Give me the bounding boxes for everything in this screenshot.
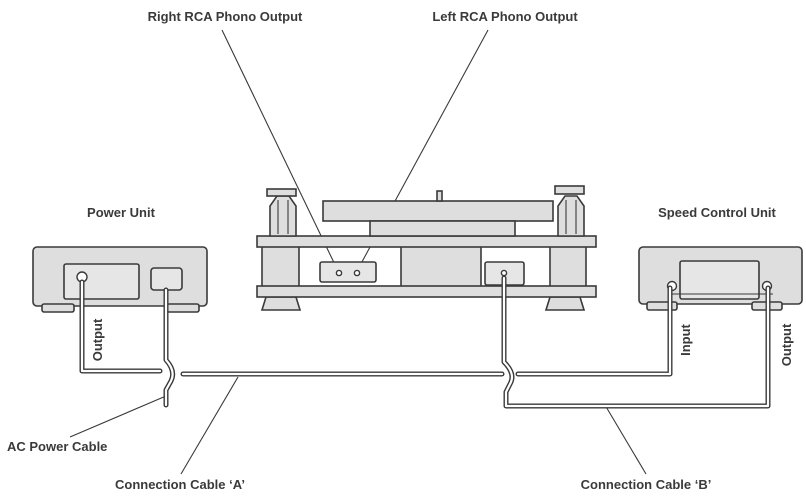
right-rca-jack [335, 269, 343, 277]
turntable [256, 185, 597, 311]
left-rca-label: Left RCA Phono Output [432, 9, 578, 24]
power-unit [32, 246, 208, 313]
speed-output-label: Output [779, 323, 794, 366]
speed-control-unit-label: Speed Control Unit [658, 205, 776, 220]
ac-power-cable-leader [69, 395, 167, 438]
power-output-label: Output [90, 318, 105, 361]
left-rca-jack [353, 269, 361, 277]
connection-cable-b-label: Connection Cable ‘B’ [581, 477, 712, 492]
cables [79, 275, 771, 409]
connection-cable-b-leader [604, 404, 647, 475]
ac-power-cable-label: AC Power Cable [7, 439, 107, 454]
speed-control-unit [638, 246, 803, 311]
power-unit-label: Power Unit [87, 205, 156, 220]
motor-input-jack [500, 269, 508, 277]
right-rca-leader [221, 29, 339, 272]
speed-input-label: Input [678, 323, 693, 355]
connection-cable-a-leader [180, 376, 239, 475]
connection-cable-a-label: Connection Cable ‘A’ [115, 477, 245, 492]
right-rca-label: Right RCA Phono Output [148, 9, 303, 24]
